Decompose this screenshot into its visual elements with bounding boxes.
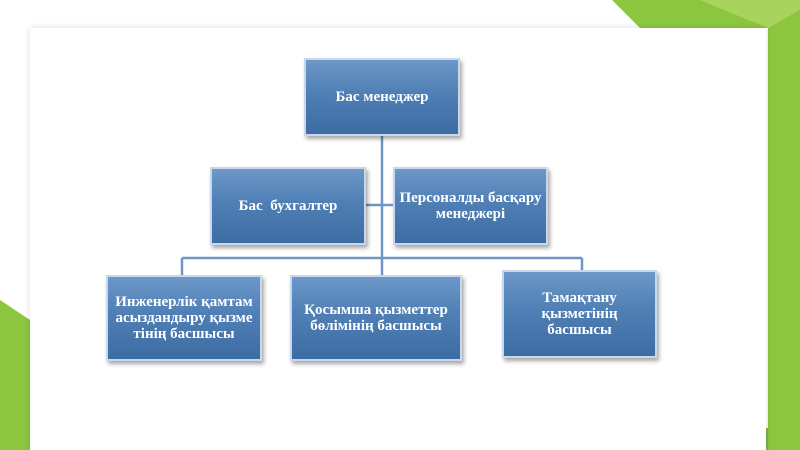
- node-chief-accountant-label: Бас бухгалтер: [238, 198, 338, 214]
- node-catering-label: Тамақтану қызметінің басшысы: [541, 290, 618, 338]
- green-stripe-right: [768, 10, 800, 450]
- node-hr-manager-label: Персоналды басқару менеджері: [399, 190, 542, 222]
- node-head-manager: Бас менеджер: [304, 58, 460, 136]
- node-head-manager-label: Бас менеджер: [335, 89, 429, 105]
- node-auxiliary: Қосымша қызметтер бөлімінің басшысы: [290, 275, 462, 361]
- node-hr-manager: Персоналды басқару менеджері: [393, 167, 548, 245]
- node-engineering-label: Инженерлік қамтамасыздандыру қызметінің …: [115, 294, 253, 342]
- node-auxiliary-label: Қосымша қызметтер бөлімінің басшысы: [304, 302, 448, 334]
- node-engineering: Инженерлік қамтамасыздандыру қызметінің …: [106, 275, 262, 361]
- node-chief-accountant: Бас бухгалтер: [210, 167, 366, 245]
- green-stripe-left: [0, 300, 30, 450]
- node-catering: Тамақтану қызметінің басшысы: [502, 270, 657, 358]
